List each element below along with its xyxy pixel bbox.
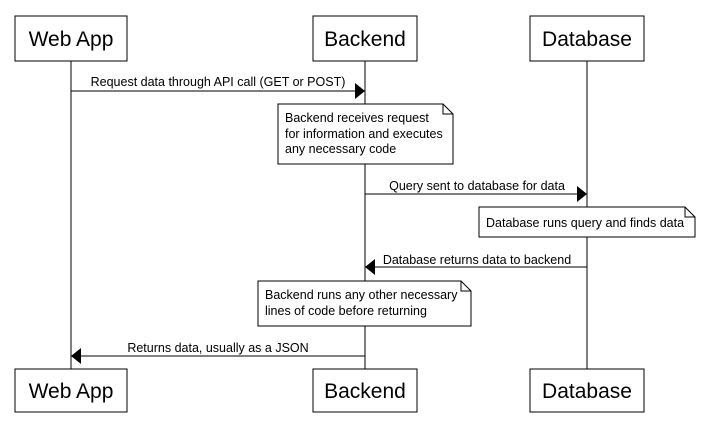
participant-database-bottom: Database — [529, 368, 645, 413]
note-backend-runs-code: Backend runs any other necessary lines o… — [257, 280, 472, 327]
note-line: any necessary code — [285, 142, 396, 156]
participant-label: Backend — [324, 380, 406, 403]
note-fold-icon — [442, 104, 453, 115]
note-fold-icon — [684, 207, 695, 218]
participant-label: Backend — [324, 28, 406, 51]
arrowhead-icon — [355, 83, 365, 99]
participant-backend-bottom: Backend — [312, 368, 418, 413]
arrowhead-icon — [577, 186, 587, 202]
note-fold-icon — [460, 281, 471, 292]
participant-backend-top: Backend — [312, 15, 418, 62]
note-backend-receives: Backend receives request for information… — [277, 103, 454, 165]
participant-webapp-top: Web App — [14, 15, 128, 62]
note-line: Backend runs any other necessary — [265, 288, 458, 302]
message-label: Database returns data to backend — [383, 253, 571, 267]
message-request-data: Request data through API call (GET or PO… — [71, 75, 365, 99]
participant-database-top: Database — [529, 15, 645, 62]
participant-label: Database — [542, 380, 632, 403]
message-query-sent: Query sent to database for data — [365, 179, 587, 202]
arrowhead-icon — [365, 259, 375, 275]
participant-label: Web App — [29, 380, 114, 403]
note-line: lines of code before returning — [265, 304, 427, 318]
participant-webapp-bottom: Web App — [14, 368, 128, 413]
note-line: Database runs query and finds data — [486, 216, 684, 230]
participant-label: Web App — [29, 28, 114, 51]
participant-label: Database — [542, 28, 632, 51]
note-line: for information and executes — [285, 127, 443, 141]
note-line: Backend receives request — [285, 111, 429, 125]
message-returns-data: Returns data, usually as a JSON — [71, 341, 365, 364]
arrowhead-icon — [71, 348, 81, 364]
message-label: Request data through API call (GET or PO… — [91, 75, 346, 89]
message-database-returns: Database returns data to backend — [365, 253, 587, 275]
message-label: Query sent to database for data — [389, 179, 565, 193]
note-database-runs-query: Database runs query and finds data — [478, 206, 696, 238]
message-label: Returns data, usually as a JSON — [127, 341, 308, 355]
